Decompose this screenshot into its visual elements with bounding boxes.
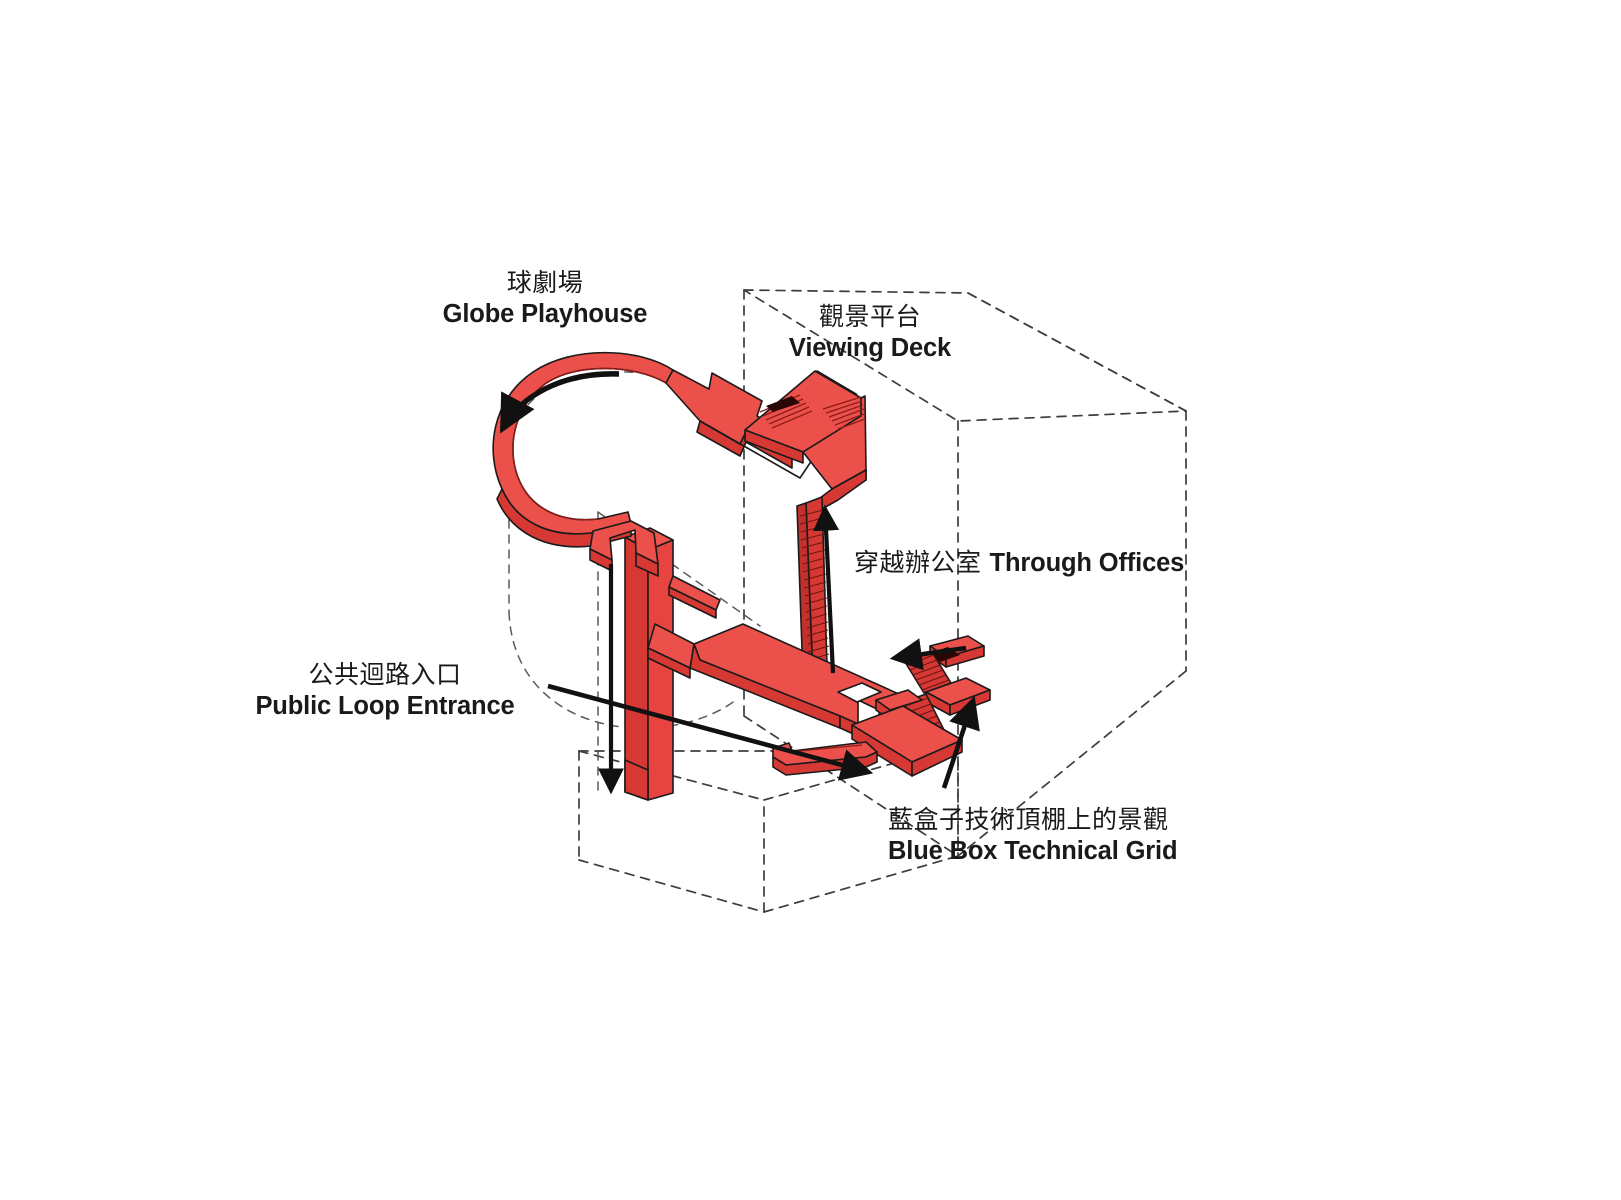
- label-globe-playhouse-en: Globe Playhouse: [442, 299, 648, 328]
- deck-stair-shadow: [766, 396, 800, 412]
- grid-upper-landing-front: [945, 645, 985, 668]
- label-viewing-deck-cn: 觀景平台: [818, 303, 921, 331]
- hook-inner-line: [788, 744, 863, 753]
- fin-side-stub: [668, 575, 721, 619]
- notch-side-2: [635, 552, 659, 577]
- lower-slab-void: [837, 682, 882, 703]
- deck-slab-side: [744, 429, 804, 464]
- label-globe-playhouse: 球劇場 Globe Playhouse: [432, 268, 658, 330]
- label-blue-box-technical-grid: 藍盒子技術頂棚上的景觀 Blue Box Technical Grid: [888, 805, 1178, 867]
- bluebox-left-arrow[interactable]: [889, 638, 967, 671]
- grid-bottom-platform-front: [911, 739, 963, 777]
- offices-up-arrow[interactable]: [813, 504, 840, 674]
- label-through-offices-cn: 穿越辦公室: [854, 549, 982, 577]
- tower-base-left: [743, 715, 959, 857]
- stub-side: [668, 586, 717, 619]
- podium-top-face: [967, 292, 1187, 412]
- label-blue-box-technical-grid-en: Blue Box Technical Grid: [888, 836, 1178, 865]
- tower-base-right: [957, 670, 1187, 857]
- connector-side: [647, 647, 691, 679]
- label-globe-playhouse-cn: 球劇場: [506, 269, 584, 297]
- bluebox-up-arrow[interactable]: [941, 695, 980, 789]
- entrance-hook-bridge: [772, 741, 878, 776]
- annotation-arrows: [500, 371, 980, 795]
- slab-to-fin-connector: [647, 623, 695, 679]
- label-through-offices: 穿越辦公室 Through Offices: [854, 548, 1184, 579]
- label-public-loop-entrance-en: Public Loop Entrance: [255, 691, 515, 720]
- label-public-loop-entrance-cn: 公共迴路入口: [308, 661, 462, 689]
- podium-bottom-right-diag: [763, 855, 959, 913]
- podium-front-top: [578, 859, 765, 913]
- hook-side: [772, 751, 878, 776]
- globe-ramp-top: [492, 351, 674, 535]
- label-viewing-deck: 觀景平台 Viewing Deck: [777, 302, 963, 364]
- globe-bottom-ellipse: [508, 611, 737, 729]
- entrance-right-arrow[interactable]: [547, 683, 874, 781]
- fin-side-face: [624, 536, 649, 801]
- label-public-loop-entrance: 公共迴路入口 Public Loop Entrance: [250, 660, 520, 722]
- fin-front-face: [647, 539, 674, 801]
- loop-notch-connector: [589, 520, 659, 577]
- deck-stair-treads-right: [822, 396, 866, 430]
- globe-curve-arrow[interactable]: [500, 371, 620, 434]
- public-loop-geometry: [492, 351, 991, 801]
- globe-playhouse-ramp: [492, 351, 801, 548]
- fin-bottom-notch: [624, 759, 649, 801]
- label-blue-box-technical-grid-cn: 藍盒子技術頂棚上的景觀: [888, 806, 1169, 834]
- label-viewing-deck-en: Viewing Deck: [788, 333, 952, 362]
- label-through-offices-en: Through Offices: [989, 549, 1185, 577]
